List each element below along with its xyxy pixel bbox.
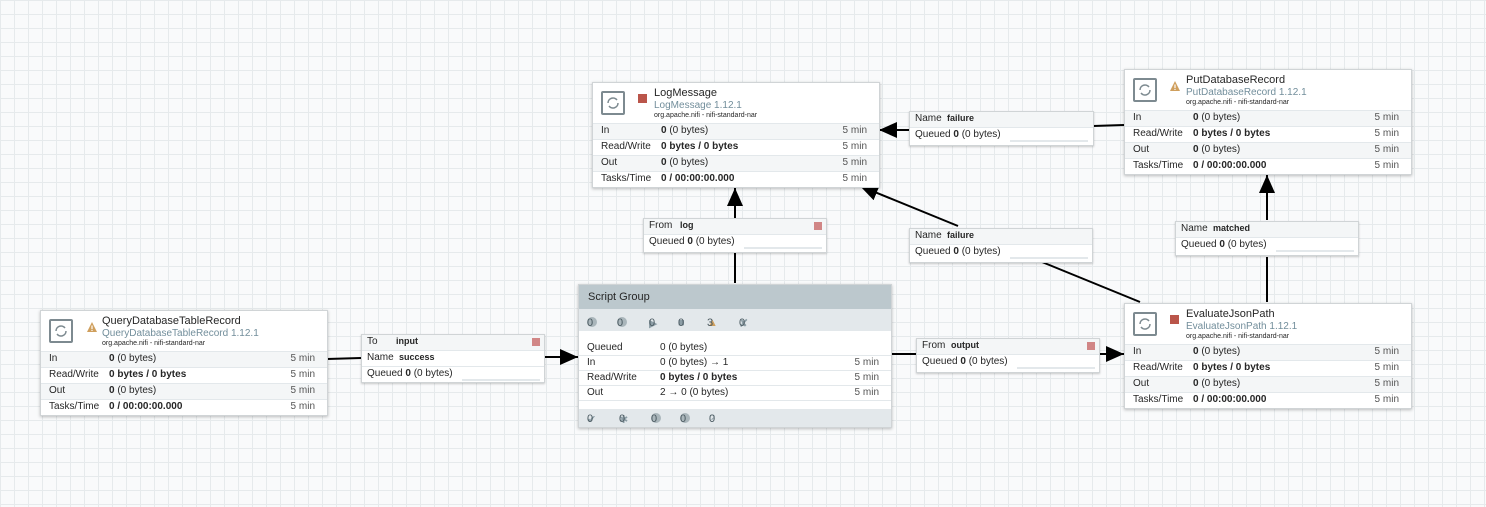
processor-type: QueryDatabaseTableRecord 1.12.1 bbox=[102, 328, 259, 339]
processor-icon bbox=[601, 91, 625, 115]
processor-type: LogMessage 1.12.1 bbox=[654, 100, 742, 111]
processor-bundle: org.apache.nifi - nifi-standard-nar bbox=[654, 112, 758, 119]
transmitting-icon bbox=[587, 317, 597, 327]
processor-icon bbox=[1133, 312, 1157, 336]
processor-type: EvaluateJsonPath 1.12.1 bbox=[1186, 321, 1298, 332]
processor-evaluate-json-path[interactable]: EvaluateJsonPath EvaluateJsonPath 1.12.1… bbox=[1124, 303, 1412, 409]
stopped-icon bbox=[532, 338, 540, 346]
processor-icon bbox=[1133, 78, 1157, 102]
processor-name: PutDatabaseRecord bbox=[1186, 74, 1286, 86]
locally-modified-icon: ✱ bbox=[619, 414, 629, 426]
stopped-icon bbox=[638, 94, 647, 103]
warning-icon: ▲ bbox=[707, 317, 718, 329]
processor-name: LogMessage bbox=[654, 87, 717, 99]
disabled-icon: ✘ bbox=[739, 318, 749, 330]
not-transmitting-icon bbox=[617, 317, 627, 327]
processor-bundle: org.apache.nifi - nifi-standard-nar bbox=[1186, 333, 1290, 340]
running-icon: ▶ bbox=[649, 318, 658, 330]
processor-bundle: org.apache.nifi - nifi-standard-nar bbox=[1186, 99, 1290, 106]
group-name: Script Group bbox=[588, 291, 650, 303]
processor-name: QueryDatabaseTableRecord bbox=[102, 315, 241, 327]
stopped-icon: ■ bbox=[678, 317, 685, 329]
sync-failure-icon bbox=[680, 413, 690, 423]
processor-log-message[interactable]: LogMessage LogMessage 1.12.1 org.apache.… bbox=[592, 82, 880, 188]
unknown-icon: ? bbox=[709, 413, 716, 425]
stopped-icon bbox=[1087, 342, 1095, 350]
processor-icon bbox=[49, 319, 73, 343]
processor-bundle: org.apache.nifi - nifi-standard-nar bbox=[102, 340, 206, 347]
stale-icon bbox=[651, 413, 661, 423]
warning-icon bbox=[1169, 79, 1181, 91]
processor-query-database-table-record[interactable]: QueryDatabaseTableRecord QueryDatabaseTa… bbox=[40, 310, 328, 416]
processor-name: EvaluateJsonPath bbox=[1186, 308, 1275, 320]
processor-type: PutDatabaseRecord 1.12.1 bbox=[1186, 87, 1307, 98]
stopped-icon bbox=[1170, 315, 1179, 324]
warning-icon bbox=[86, 320, 98, 332]
stopped-icon bbox=[814, 222, 822, 230]
group-status-bar: 0 0 ▶ 0 ■ 0 ▲ 3 ✘ 0 bbox=[579, 309, 891, 331]
up-to-date-icon: ✔ bbox=[587, 414, 597, 426]
group-version-bar: ✔ 0 ✱ 0 0 0 ? 0 bbox=[579, 409, 891, 427]
processor-put-database-record[interactable]: PutDatabaseRecord PutDatabaseRecord 1.12… bbox=[1124, 69, 1412, 175]
group-header: Script Group bbox=[579, 285, 891, 309]
